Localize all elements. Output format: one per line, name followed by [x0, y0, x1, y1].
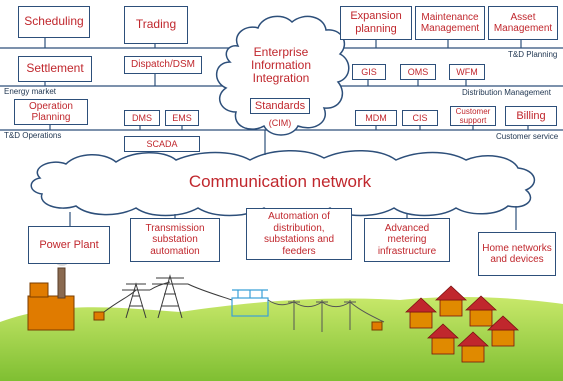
operation-planning-label: Operation Planning — [29, 100, 73, 124]
asset-label: Asset Management — [493, 11, 553, 35]
trading-label: Trading — [135, 17, 177, 32]
wfm-label: WFM — [456, 66, 478, 77]
distribution-poles-graphic — [267, 299, 385, 332]
power-plant-graphic — [27, 258, 105, 331]
billing-box: Billing — [505, 106, 557, 126]
network-title: Communication network — [188, 172, 372, 191]
cis-label: CIS — [412, 112, 428, 123]
ems-box: EMS — [165, 110, 199, 126]
maintenance-box: Maintenance Management — [415, 6, 485, 40]
dispatch-box: Dispatch/DSM — [124, 56, 202, 74]
operation-planning-box: Operation Planning — [14, 99, 88, 125]
cis-box: CIS — [402, 110, 438, 126]
eii-cloud-shape — [216, 15, 350, 136]
standards-box: Standards — [250, 98, 310, 114]
dms-label: DMS — [132, 112, 152, 123]
network-connectors — [69, 130, 517, 230]
gis-label: GIS — [361, 66, 377, 77]
settlement-label: Settlement — [26, 61, 84, 76]
td-planning-label: T&D Planning — [508, 50, 558, 59]
power-plant-box: Power Plant — [28, 226, 110, 264]
network-cloud-shape — [30, 150, 536, 217]
distribution-box: Automation of distribution, substations … — [246, 208, 352, 260]
distribution-management-label: Distribution Management — [462, 88, 551, 97]
expansion-planning-box: Expansion planning — [340, 6, 412, 40]
energy-market-label: Energy market — [4, 87, 57, 96]
distribution-label: Automation of distribution, substations … — [263, 211, 335, 257]
ems-label: EMS — [172, 112, 192, 123]
transmission-box: Transmission substation automation — [130, 218, 220, 262]
mdm-label: MDM — [365, 112, 387, 123]
power-plant-label: Power Plant — [39, 238, 99, 251]
settlement-box: Settlement — [18, 56, 92, 82]
transmission-label: Transmission substation automation — [145, 222, 205, 257]
asset-box: Asset Management — [488, 6, 558, 40]
home-box: Home networks and devices — [478, 232, 556, 276]
dms-box: DMS — [124, 110, 160, 126]
scheduling-box: Scheduling — [18, 6, 90, 38]
customer-support-box: Customer support — [450, 106, 496, 126]
oms-box: OMS — [400, 64, 436, 80]
ami-box: Advanced metering infrastructure — [364, 218, 450, 262]
scada-box: SCADA — [124, 136, 200, 152]
mdm-box: MDM — [355, 110, 397, 126]
eii-title: Enterprise Information Integration — [250, 45, 312, 86]
customer-support-label: Customer support — [455, 106, 491, 125]
billing-label: Billing — [516, 109, 546, 122]
cim-label: (CIM) — [268, 118, 292, 128]
expansion-planning-label: Expansion planning — [350, 10, 402, 35]
customer-service-label: Customer service — [496, 132, 559, 141]
scada-label: SCADA — [146, 138, 178, 149]
scheduling-label: Scheduling — [24, 14, 84, 29]
transmission-towers-graphic — [103, 274, 233, 319]
gis-box: GIS — [352, 64, 386, 80]
td-operations-label: T&D Operations — [4, 131, 62, 140]
houses-graphic — [404, 285, 520, 363]
trading-box: Trading — [124, 6, 188, 44]
home-label: Home networks and devices — [482, 242, 552, 266]
dispatch-label: Dispatch/DSM — [131, 59, 195, 71]
oms-label: OMS — [407, 66, 429, 77]
standards-label: Standards — [254, 99, 306, 112]
substation-graphic — [231, 289, 269, 317]
ami-label: Advanced metering infrastructure — [377, 222, 437, 257]
wfm-box: WFM — [449, 64, 485, 80]
maintenance-label: Maintenance Management — [420, 11, 480, 35]
